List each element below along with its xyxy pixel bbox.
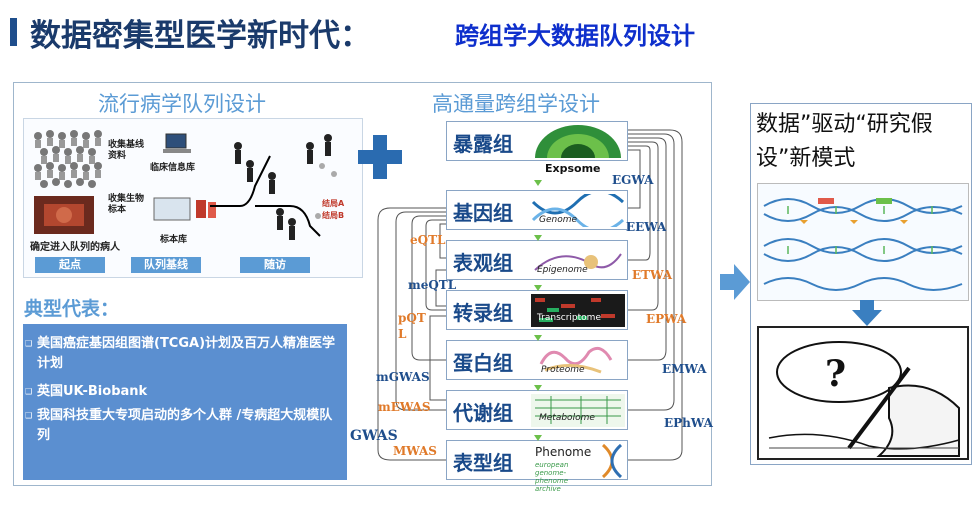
page-title: 数据密集型医学新时代： (30, 18, 371, 54)
omics-layer-phenome: 表型组 Phenome european genome-phenome arch… (446, 440, 628, 493)
omics-heading: 高通量跨组学设计 (432, 92, 600, 116)
hypothesis-sketch: ? (757, 326, 969, 460)
arrow-down-icon (534, 335, 542, 341)
dna-replication-illustration (757, 183, 969, 301)
epidemiology-heading: 流行病学队列设计 (98, 92, 266, 116)
collect-bio-label: 收集生物 标本 (108, 194, 145, 215)
surgery-photo-icon (34, 196, 94, 234)
writing-hand-icon: ? (768, 341, 960, 457)
representative-item-tcga: ❑ 美国癌症基因组图谱(TCGA)计划及百万人精准医学计划 (25, 336, 336, 371)
representatives-title: 典型代表： (24, 298, 120, 320)
computer-icon (163, 133, 191, 153)
heatmap-icon (531, 294, 625, 327)
omics-layer-metabolome: 代谢组 Metabolome (446, 390, 628, 430)
stage-baseline: 队列基线 (131, 257, 201, 273)
omics-layer-proteome: 蛋白组 Proteome (446, 340, 628, 380)
arrow-right-icon (720, 264, 750, 300)
representative-item-china-cohort: ❑ 我国科技重大专项启动的多个人群 /专病超大规模队列 (25, 408, 333, 443)
assoc-eqtl: eQTL (410, 233, 446, 247)
omics-layer-transcriptome: 转录组 Transcriptome (446, 290, 628, 330)
bullet-icon: ❑ (25, 339, 33, 348)
omics-layer-genome: 基因组 Genome (446, 190, 628, 230)
clinical-db-label: 临床信息库 (150, 163, 196, 173)
right-panel-title: 数据”驱动“研究假设”新模式 (756, 112, 933, 171)
bullet-icon: ❑ (25, 411, 33, 420)
assoc-gwas: GWAS (350, 428, 398, 444)
assoc-mewas: mEWAS (378, 400, 431, 414)
omics-layer-exposome: 暴露组 Expsome (446, 121, 628, 175)
patients-label: 确定进入队列的病人 (30, 242, 120, 253)
stage-followup: 随访 (240, 257, 310, 273)
arrow-down-icon (534, 435, 542, 441)
page-subtitle: 跨组学大数据队列设计 (455, 22, 695, 50)
assoc-egwa: EGWA (612, 173, 654, 187)
assoc-meqtl: meQTL (408, 278, 457, 292)
metabolome-icon (531, 394, 625, 427)
representative-item-ukbiobank: ❑ 英国UK-Biobank (25, 382, 337, 402)
bullet-icon: ❑ (25, 387, 33, 396)
arrow-down-big-icon (852, 300, 882, 326)
sample-bank-label: 标本库 (160, 235, 188, 245)
assoc-mwas: MWAS (393, 444, 437, 458)
dna-strands-icon (763, 198, 963, 291)
phenome-dna-icon (601, 443, 623, 479)
omics-layer-epigenome: 表观组 Epigenome (446, 240, 628, 280)
outcome-b-label: 结局B (322, 211, 345, 220)
svg-text:?: ? (825, 353, 846, 395)
assoc-epwa: EPWA (646, 312, 687, 326)
protein-icon (539, 346, 613, 374)
crowd-icon (34, 130, 102, 188)
assoc-emwa: EMWA (662, 362, 707, 376)
arrow-down-icon (534, 235, 542, 241)
sample-bank-icon (153, 197, 216, 221)
arrow-down-icon (534, 285, 542, 291)
stage-start: 起点 (35, 257, 105, 273)
outcome-a-label: 结局A (322, 199, 345, 208)
representatives-box: ❑ 美国癌症基因组图谱(TCGA)计划及百万人精准医学计划 ❑ 英国UK-Bio… (23, 324, 347, 480)
assoc-ephwa: EPhWA (664, 416, 713, 430)
arrow-down-icon (534, 385, 542, 391)
association-lines (377, 129, 683, 461)
arrow-down-icon (534, 180, 542, 186)
epigenome-icon (534, 253, 622, 271)
plus-icon-bar (358, 150, 402, 164)
collect-data-label: 收集基线 资料 (108, 140, 145, 161)
assoc-etwa: ETWA (632, 268, 673, 282)
assoc-mgwas: mGWAS (376, 370, 430, 384)
title-accent-bar (10, 18, 17, 46)
assoc-pqtl: pQT L (398, 311, 426, 341)
dna-helix-icon (531, 194, 625, 227)
assoc-eewa: EEWA (626, 220, 667, 234)
exposome-icon (535, 125, 621, 158)
followup-diagram (210, 134, 337, 240)
